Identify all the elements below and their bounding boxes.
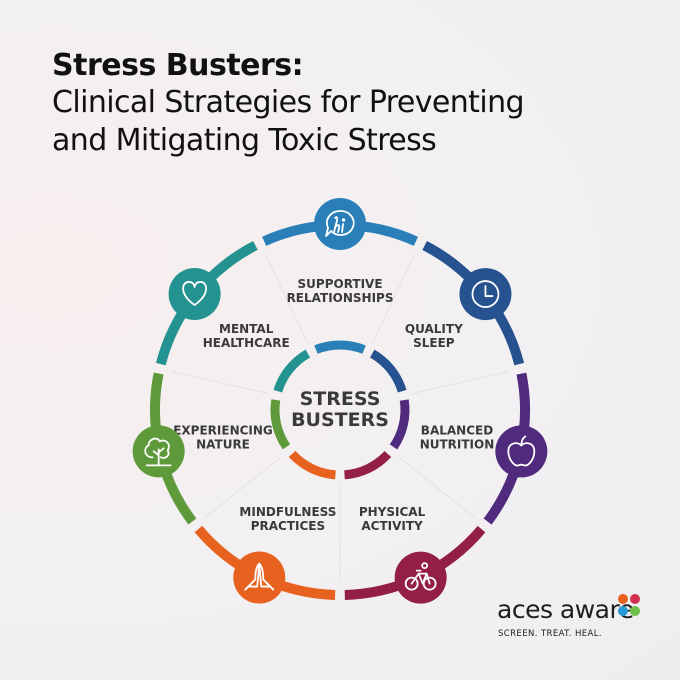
strategy-label-line-2: SLEEP	[413, 336, 455, 350]
strategy-label-line-1: BALANCED	[421, 424, 493, 438]
speech-bubble-hi-icon	[314, 198, 367, 250]
page-title: Stress Busters:	[52, 48, 304, 83]
aces-aware-logo: aces aware SCREEN. TREAT. HEAL.	[497, 594, 647, 646]
tree-icon-glyph	[144, 437, 172, 467]
strategy-icons	[132, 198, 548, 604]
inner-ring-segment-quality	[369, 349, 407, 393]
heart-icon-glyph	[182, 281, 208, 306]
logo-dot-orange	[618, 594, 628, 604]
inner-ring-segment-supportive	[314, 340, 366, 354]
logo-tagline: SCREEN. TREAT. HEAL.	[498, 629, 602, 639]
spoke-line-0	[264, 253, 308, 343]
strategy-label-line-2: NATURE	[196, 438, 250, 452]
inner-ring-segment-balanced	[389, 399, 410, 450]
strategy-label-line-2: HEALTHCARE	[203, 336, 290, 350]
strategy-label-line-2: PRACTICES	[251, 519, 325, 533]
inner-ring	[270, 340, 410, 480]
praying-hands-icon-glyph	[244, 562, 275, 591]
center-label-line-1: STRESS	[300, 388, 381, 410]
tree-icon	[132, 425, 185, 478]
apple-icon-badge	[495, 425, 548, 478]
speech-bubble-hi-icon-glyph	[325, 210, 355, 237]
inner-ring-segment-experiencing	[270, 399, 291, 450]
heart-icon	[168, 267, 221, 320]
heart-icon-badge	[168, 267, 221, 320]
center-label: STRESS BUSTERS	[291, 388, 389, 431]
inner-ring-segment-mental	[273, 349, 311, 393]
strategy-label-line-1: MENTAL	[219, 322, 274, 336]
title-block: Stress Busters: Clinical Strategies for …	[52, 48, 652, 160]
strategy-label-line-1: PHYSICAL	[359, 505, 426, 519]
inner-ring-segment-physical	[344, 450, 392, 480]
spoke-line-2	[413, 371, 509, 394]
bicycle-icon	[394, 551, 447, 604]
strategy-label-line-2: ACTIVITY	[361, 519, 423, 533]
logo-dot-red	[630, 594, 640, 604]
logo-dot-blue	[618, 606, 628, 616]
strategy-label-line-2: NUTRITION	[420, 438, 495, 452]
praying-hands-icon-badge	[233, 551, 286, 604]
strategy-label-line-1: MINDFULNESS	[239, 505, 336, 519]
strategy-label-line-1: QUALITY	[405, 322, 463, 336]
speech-bubble-hi-icon-badge	[314, 198, 367, 250]
spoke-lines	[171, 253, 509, 584]
logo-dot-green	[630, 606, 640, 616]
inner-ring-segment-mindfulness	[288, 450, 336, 480]
spoke-line-6	[171, 370, 267, 394]
apple-icon	[495, 425, 548, 478]
page-subtitle-line-1: Clinical Strategies for Preventing	[52, 85, 525, 120]
logo-wordmark: aces aware	[497, 595, 634, 624]
page-subtitle-line-2: and Mitigating Toxic Stress	[52, 123, 437, 158]
strategy-label-line-1: SUPPORTIVE	[298, 277, 383, 291]
strategy-label-line-1: EXPERIENCING	[173, 424, 273, 438]
clock-icon-glyph	[471, 280, 500, 308]
praying-hands-icon	[233, 551, 286, 604]
spoke-line-1	[372, 253, 416, 343]
strategy-label-line-2: RELATIONSHIPS	[287, 291, 394, 305]
clock-icon	[459, 268, 512, 321]
spoke-line-5	[204, 456, 282, 519]
center-label-line-2: BUSTERS	[291, 409, 389, 431]
bicycle-icon-glyph	[404, 562, 437, 591]
apple-icon-glyph	[507, 435, 536, 467]
spoke-line-3	[398, 456, 476, 519]
